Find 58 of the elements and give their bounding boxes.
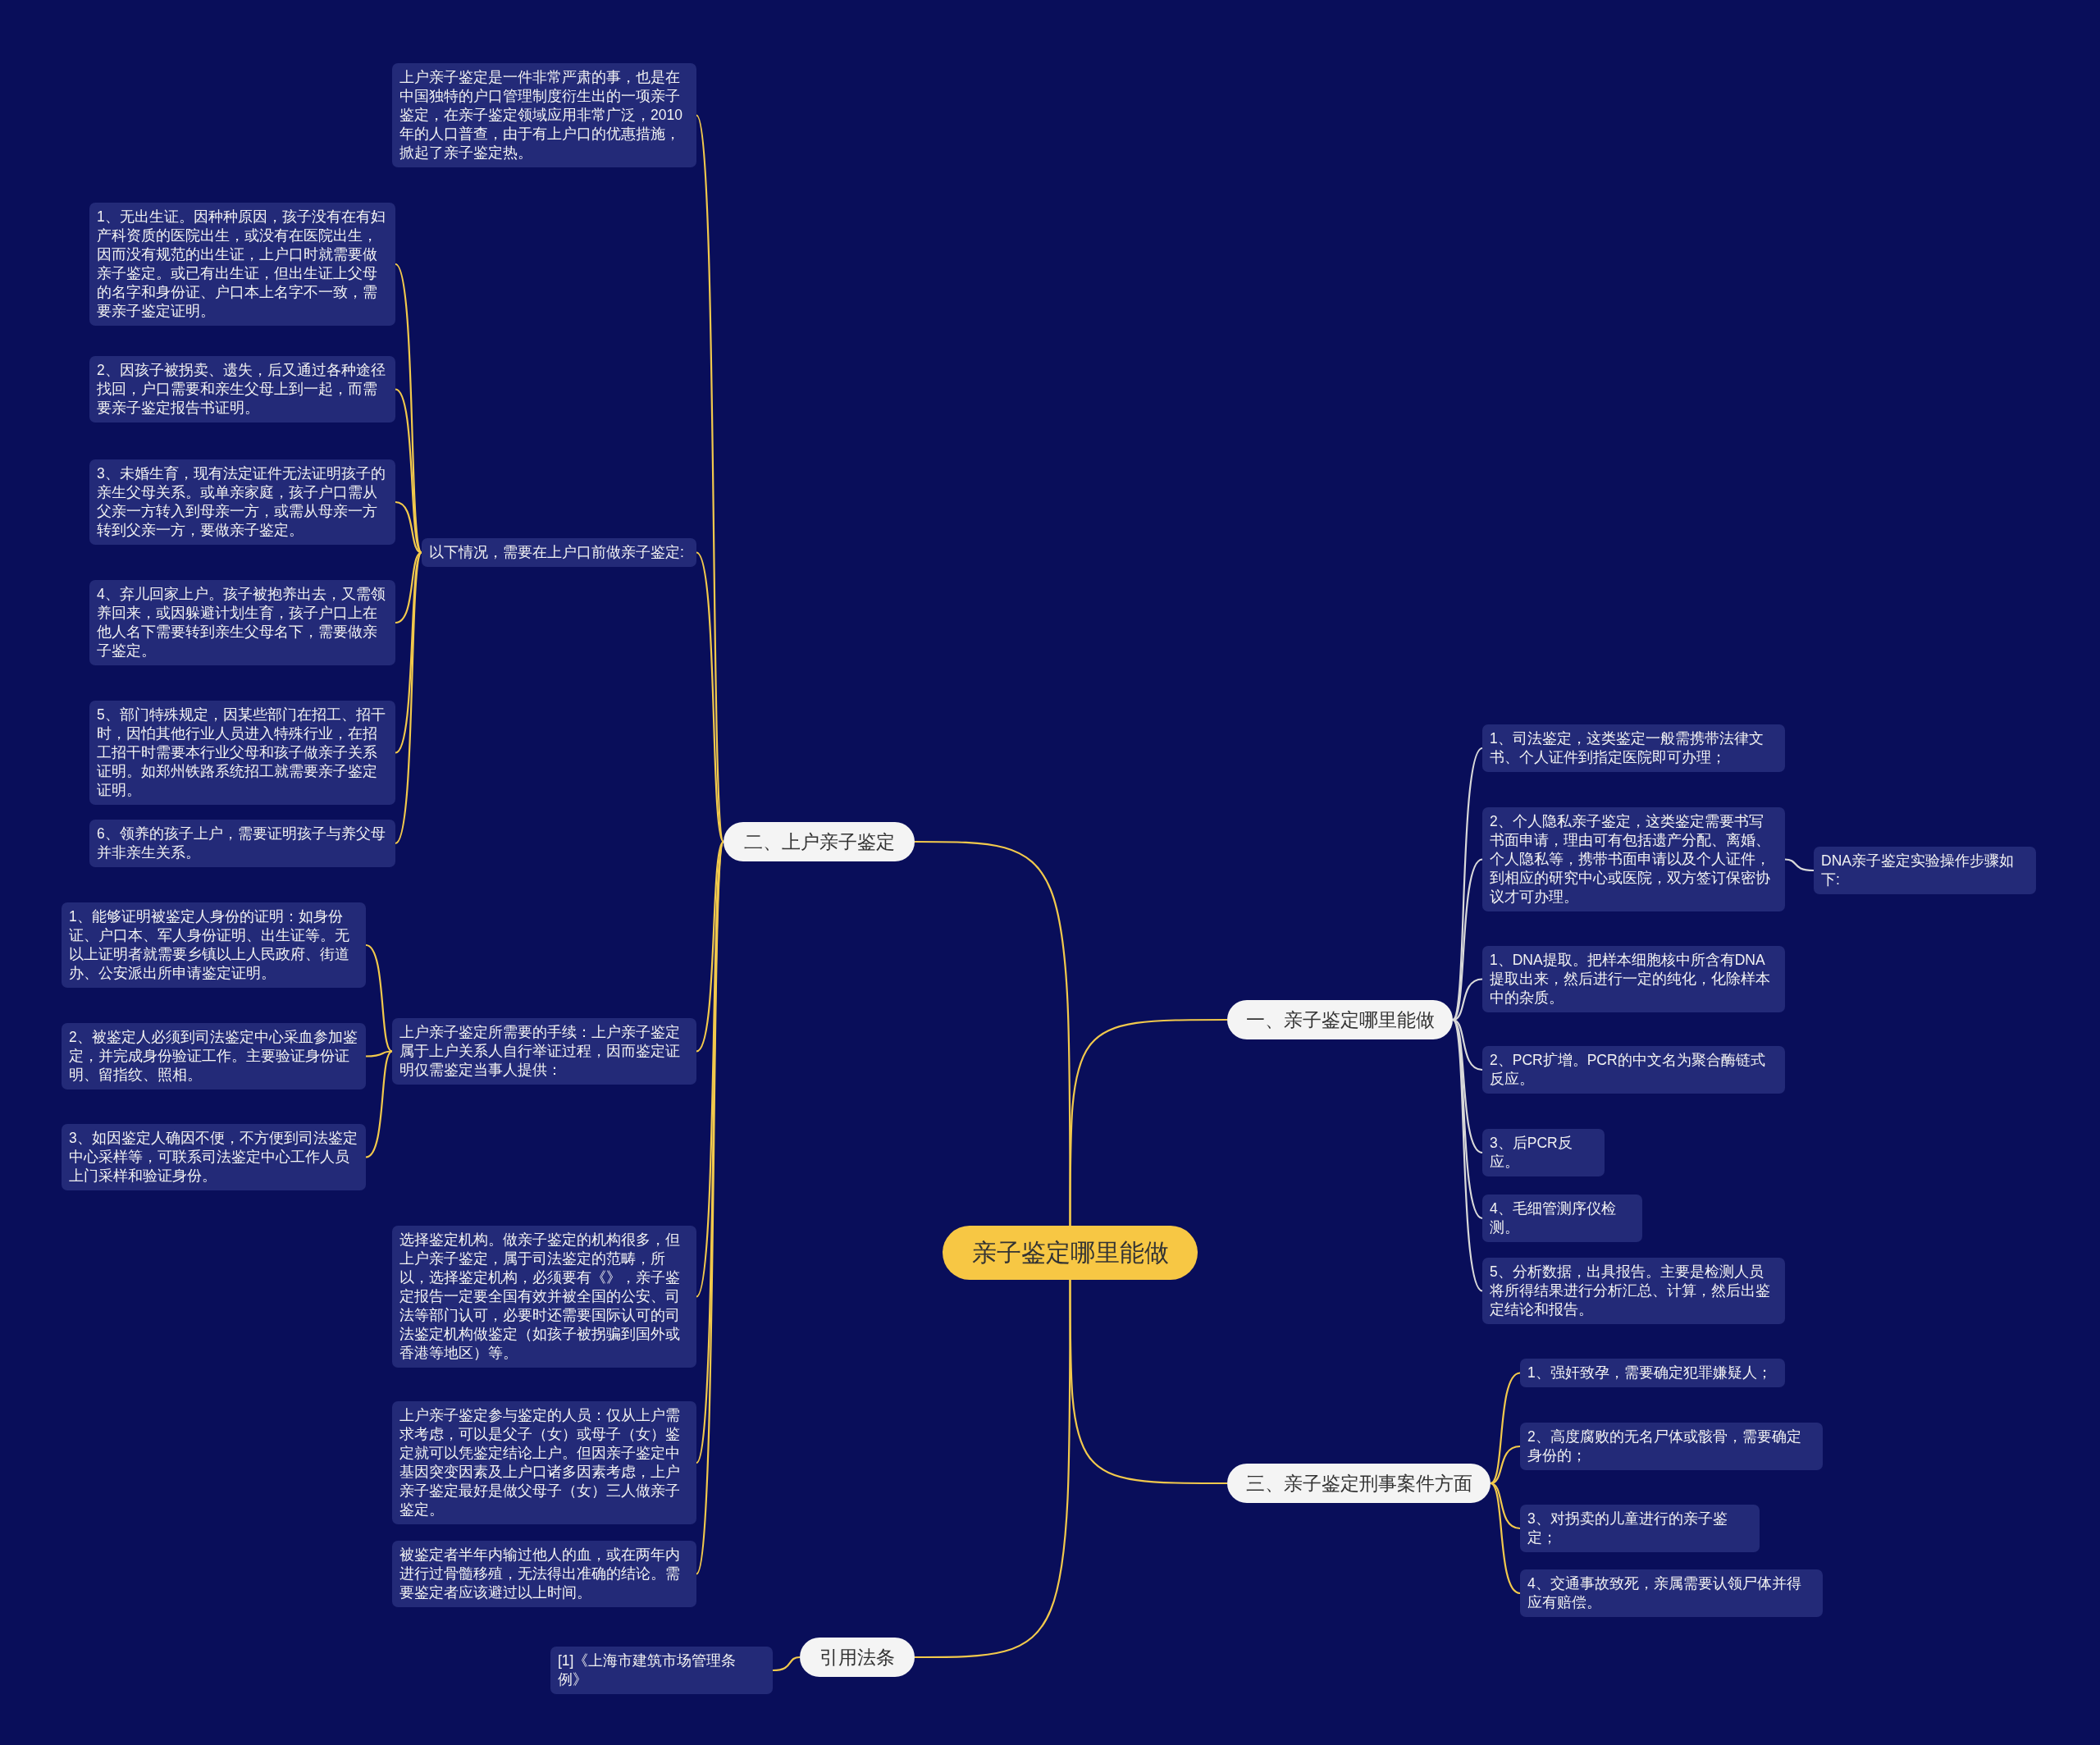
note-box: 1、无出生证。因种种原因，孩子没有在有妇产科资质的医院出生，或没有在医院出生，因而没有规范的出生证，上户口时就需要做亲子鉴定。或已有出生证，但出生证上父母的名字和身份证、户口本上名字不一致，需要亲子鉴定证明。 xyxy=(89,203,395,326)
note-box: 5、分析数据，出具报告。主要是检测人员将所得结果进行分析汇总、计算，然后出鉴定结论和报告。 xyxy=(1482,1258,1785,1324)
connector xyxy=(395,551,422,624)
connector xyxy=(395,552,422,844)
central-topic: 亲子鉴定哪里能做 xyxy=(943,1226,1198,1280)
note-box: 选择鉴定机构。做亲子鉴定的机构很多，但上户亲子鉴定，属于司法鉴定的范畴，所以，选择鉴定机构，必须要有《》，亲子鉴定报告一定要全国有效并被全国的公安、司法等部门认可，必要时还需要国际认可的司法鉴定机构做鉴定（如孩子被拐骗到国外或香港等地区）等。 xyxy=(392,1226,696,1368)
connector xyxy=(695,115,725,843)
connector xyxy=(1784,858,1815,872)
note-box: 被鉴定者半年内输过他人的血，或在两年内进行过骨髓移殖，无法得出准确的结论。需要鉴定者应该避过以上时间。 xyxy=(392,1541,696,1607)
connector xyxy=(1490,1482,1521,1530)
note-box: 1、能够证明被鉴定人身份的证明：如身份证、户口本、军人身份证明、出生证等。无以上证明者就需要乡镇以上人民政府、街道办、公安派出所申请鉴定证明。 xyxy=(62,902,366,988)
connector xyxy=(1452,978,1483,1021)
connector xyxy=(1452,858,1483,1021)
note-box: 2、因孩子被拐卖、遗失，后又通过各种途径找回，户口需要和亲生父母上到一起，而需要亲子鉴定报告书证明。 xyxy=(89,356,395,423)
connector xyxy=(365,944,393,1053)
connector xyxy=(1452,1019,1483,1292)
note-box: 1、强奸致孕，需要确定犯罪嫌疑人； xyxy=(1520,1359,1785,1387)
note-box: 3、未婚生育，现有法定证件无法证明孩子的亲生父母关系。或单亲家庭，孩子户口需从父亲一方转入到母亲一方，或需从母亲一方转到父亲一方，要做亲子鉴定。 xyxy=(89,459,395,545)
note-box: 2、PCR扩增。PCR的中文名为聚合酶链式反应。 xyxy=(1482,1046,1785,1094)
note-box: 2、高度腐败的无名尸体或骸骨，需要确定身份的； xyxy=(1520,1423,1823,1470)
branch-topic: 一、亲子鉴定哪里能做 xyxy=(1227,1000,1453,1039)
note-box: DNA亲子鉴定实验操作步骤如下: xyxy=(1814,847,2036,894)
connector xyxy=(915,840,1071,1226)
note-box: 1、司法鉴定，这类鉴定一般需携带法律文书、个人证件到指定医院即可办理； xyxy=(1482,724,1785,772)
note-box: [1]《上海市建筑市场管理条例》 xyxy=(550,1647,773,1694)
branch-topic: 引用法条 xyxy=(800,1638,915,1677)
connector xyxy=(395,263,422,553)
connector xyxy=(1452,747,1483,1021)
note-box: 以下情况，需要在上户口前做亲子鉴定: xyxy=(422,538,696,567)
note-box: 6、领养的孩子上户，需要证明孩子与养父母并非亲生关系。 xyxy=(89,820,395,867)
connector xyxy=(1452,1019,1483,1219)
connector xyxy=(696,551,724,843)
note-box: 1、DNA提取。把样本细胞核中所含有DNA提取出来，然后进行一定的纯化，化除样本中的杂质。 xyxy=(1482,946,1785,1012)
connector xyxy=(395,388,422,554)
branch-topic: 三、亲子鉴定刑事案件方面 xyxy=(1227,1464,1491,1503)
connector xyxy=(696,841,724,1053)
connector xyxy=(1490,1372,1521,1484)
connector xyxy=(1490,1445,1521,1485)
note-box: 2、个人隐私亲子鉴定，这类鉴定需要书写书面申请，理由可有包括遗产分配、离婚、个人隐私等，携带书面申请以及个人证件，到相应的研究中心或医院，双方签订保密协议才可办理。 xyxy=(1482,807,1785,911)
branch-topic: 二、上户亲子鉴定 xyxy=(724,822,915,861)
connector xyxy=(365,1050,393,1058)
note-box: 4、交通事故致死，亲属需要认领尸体并得应有赔偿。 xyxy=(1520,1569,1823,1617)
note-box: 2、被鉴定人必须到司法鉴定中心采血参加鉴定，并完成身份验证工作。主要验证身份证明、留指纹、照相。 xyxy=(62,1023,366,1089)
connector xyxy=(772,1656,801,1672)
note-box: 上户亲子鉴定是一件非常严肃的事，也是在中国独特的户口管理制度衍生出的一项亲子鉴定，在亲子鉴定领域应用非常广泛，2010年的人口普查，由于有上户口的优惠措施，掀起了亲子鉴定热。 xyxy=(392,63,696,167)
note-box: 上户亲子鉴定所需要的手续：上户亲子鉴定属于上户关系人自行举证过程，因而鉴定证明仅需鉴定当事人提供： xyxy=(392,1018,696,1085)
note-box: 上户亲子鉴定参与鉴定的人员：仅从上户需求考虑，可以是父子（女）或母子（女）鉴定就可以凭鉴定结论上户。但因亲子鉴定中基因突变因素及上户口诸多因素考虑，上户亲子鉴定最好是做父母子（女）三人做亲子鉴定。 xyxy=(392,1401,696,1524)
connector xyxy=(365,1050,393,1158)
connector xyxy=(395,551,422,754)
note-box: 3、后PCR反应。 xyxy=(1482,1129,1605,1176)
connector xyxy=(1490,1482,1521,1594)
note-box: 3、对拐卖的儿童进行的亲子鉴定； xyxy=(1520,1505,1760,1552)
note-box: 5、部门特殊规定，因某些部门在招工、招干时，因怕其他行业人员进入特殊行业，在招工招干时需要本行业父母和孩子做亲子关系证明。如郑州铁路系统招工就需要亲子鉴定证明。 xyxy=(89,701,395,805)
connector xyxy=(915,1280,1071,1659)
note-box: 4、毛细管测序仪检测。 xyxy=(1482,1195,1642,1242)
note-box: 3、如因鉴定人确因不便，不方便到司法鉴定中心采样等，可联系司法鉴定中心工作人员上门采样和验证身份。 xyxy=(62,1124,366,1190)
note-box: 4、弃儿回家上户。孩子被抱养出去，又需领养回来，或因躲避计划生育，孩子户口上在他人名下需要转到亲生父母名下，需要做亲子鉴定。 xyxy=(89,580,395,665)
connector xyxy=(395,500,422,554)
